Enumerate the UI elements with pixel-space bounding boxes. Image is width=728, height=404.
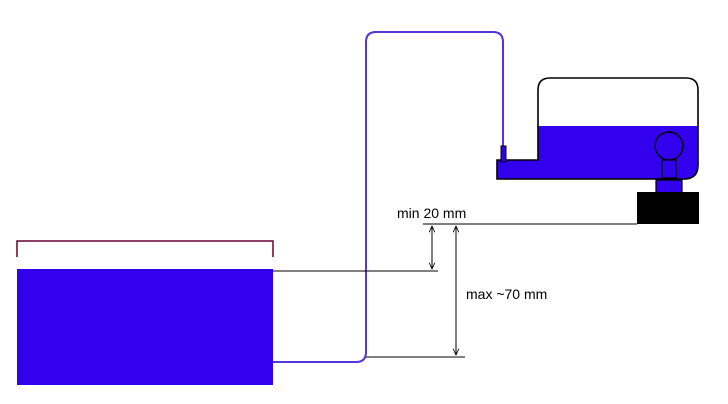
inlet-stub <box>500 145 507 163</box>
device-water <box>497 126 698 179</box>
siphon-tube <box>273 31 504 363</box>
reservoir-tank <box>16 240 274 385</box>
reservoir-rim <box>16 240 274 257</box>
support-block <box>637 192 699 224</box>
valve-icon <box>654 131 684 161</box>
reservoir-water <box>17 269 273 385</box>
device-housing-outline <box>496 77 699 180</box>
valve-stem <box>661 159 677 179</box>
max-label: max ~70 mm <box>466 286 547 302</box>
device <box>496 77 699 224</box>
min-label: min 20 mm <box>397 205 466 221</box>
valve-neck <box>655 179 683 192</box>
